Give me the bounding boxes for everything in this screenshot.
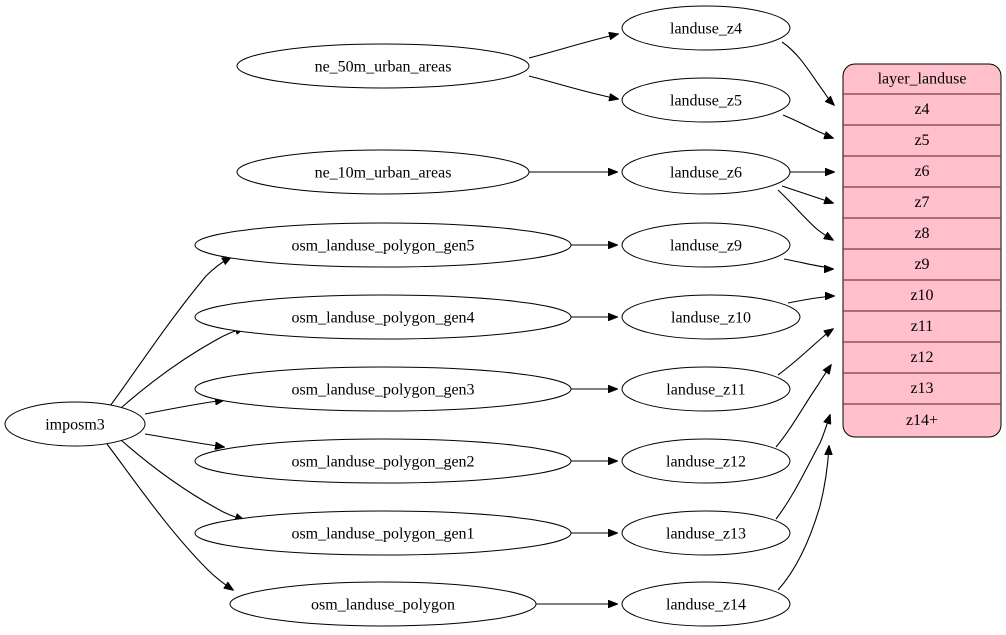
node-landuse_z6[interactable]: landuse_z6 [621,149,791,195]
edge-ne_50m_urban_areas-to-landuse_z4 [528,34,618,59]
edge-imposm3-to-osm_landuse_polygon_gen1 [120,439,244,520]
node-osm_landuse_polygon_gen1[interactable]: osm_landuse_polygon_gen1 [194,510,572,556]
node-osm_landuse_polygon_gen2[interactable]: osm_landuse_polygon_gen2 [194,438,572,484]
node-landuse_z11[interactable]: landuse_z11 [621,366,791,412]
node-shape-landuse_z13 [621,510,791,556]
node-shape-landuse_z11 [621,366,791,412]
edge-landuse_z9-to-z9 [783,258,833,269]
record-row-hit-z5[interactable] [843,125,1001,156]
edge-landuse_z5-to-z5 [782,114,833,138]
node-shape-ne_10m_urban_areas [236,149,530,195]
edge-imposm3-to-osm_landuse_polygon_gen5 [109,257,231,407]
node-shape-osm_landuse_polygon [229,581,537,627]
node-shape-osm_landuse_polygon_gen2 [194,438,572,484]
record-row-hit-z13[interactable] [843,373,1001,404]
edge-ne_50m_urban_areas-to-landuse_z5 [528,75,618,99]
node-osm_landuse_polygon_gen4[interactable]: osm_landuse_polygon_gen4 [194,294,572,340]
record-row-hit-z12[interactable] [843,342,1001,373]
node-shape-landuse_z4 [621,5,791,51]
node-shape-landuse_z9 [621,222,791,268]
record-row-hit-z9[interactable] [843,249,1001,280]
edge-imposm3-to-osm_landuse_polygon_gen4 [120,328,244,409]
node-landuse_z14[interactable]: landuse_z14 [621,581,791,627]
node-shape-landuse_z5 [621,77,791,123]
node-shape-landuse_z10 [621,294,801,340]
edge-landuse_z13-to-z13 [775,415,830,520]
node-landuse_z4[interactable]: landuse_z4 [621,5,791,51]
edge-landuse_z11-to-z11 [777,329,833,376]
record-row-hit-z6[interactable] [843,156,1001,187]
record-row-hit-z8[interactable] [843,218,1001,249]
record-header-row[interactable] [843,64,1001,94]
edge-landuse_z10-to-z10 [787,296,834,304]
edge-imposm3-to-osm_landuse_polygon_gen3 [144,400,224,415]
node-shape-landuse_z12 [621,438,791,484]
edges-layer [106,34,834,604]
edge-landuse_z6-to-z7 [781,185,833,203]
node-shape-landuse_z6 [621,149,791,195]
node-shape-landuse_z14 [621,581,791,627]
node-shape-osm_landuse_polygon_gen4 [194,294,572,340]
node-shape-osm_landuse_polygon_gen3 [194,366,572,412]
record-body [842,63,1002,438]
record-row-hit-z7[interactable] [843,187,1001,218]
node-landuse_z10[interactable]: landuse_z10 [621,294,801,340]
node-ne_50m_urban_areas[interactable]: ne_50m_urban_areas [236,43,530,89]
record-row-hit-z4[interactable] [843,94,1001,125]
edge-imposm3-to-osm_landuse_polygon [106,443,233,590]
edge-landuse_z6-to-z8 [777,189,833,240]
node-osm_landuse_polygon_gen5[interactable]: osm_landuse_polygon_gen5 [194,222,572,268]
node-shape-ne_50m_urban_areas [236,43,530,89]
node-osm_landuse_polygon[interactable]: osm_landuse_polygon [229,581,537,627]
node-shape-osm_landuse_polygon_gen1 [194,510,572,556]
nodes-layer: imposm3 ne_50m_urban_areas ne_10m_urban_ar… [4,5,801,627]
node-shape-osm_landuse_polygon_gen5 [194,222,572,268]
node-shape-imposm3 [4,401,146,447]
node-landuse_z12[interactable]: landuse_z12 [621,438,791,484]
node-landuse_z13[interactable]: landuse_z13 [621,510,791,556]
edge-landuse_z4-to-z4 [781,41,834,105]
node-osm_landuse_polygon_gen3[interactable]: osm_landuse_polygon_gen3 [194,366,572,412]
node-landuse_z5[interactable]: landuse_z5 [621,77,791,123]
record-row-hit-z11[interactable] [843,311,1001,342]
edge-imposm3-to-osm_landuse_polygon_gen2 [144,433,224,447]
record-row-hit-z14+[interactable] [843,404,1001,437]
layer-landuse-record[interactable]: layer_landusez4z5z6z7z8z9z10z11z12z13z14… [842,63,1002,438]
record-row-hit-z10[interactable] [843,280,1001,311]
node-ne_10m_urban_areas[interactable]: ne_10m_urban_areas [236,149,530,195]
edge-landuse_z12-to-z12 [775,365,831,448]
node-imposm3[interactable]: imposm3 [4,401,146,447]
edge-landuse_z14-to-z14+ [777,446,829,591]
node-landuse_z9[interactable]: landuse_z9 [621,222,791,268]
